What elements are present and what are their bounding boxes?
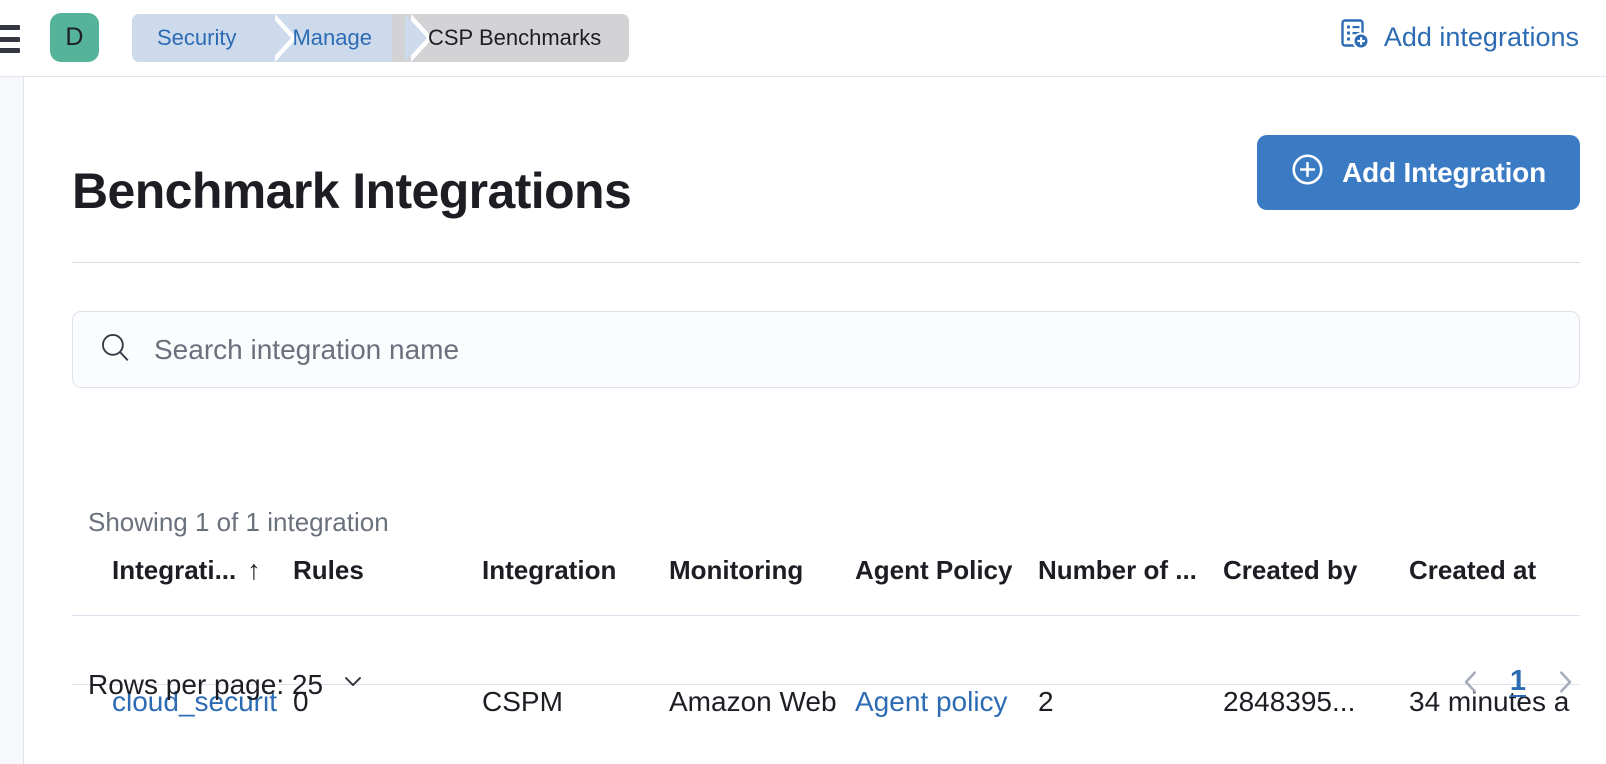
cell-number-of: 2 xyxy=(1038,686,1054,717)
left-gutter xyxy=(0,76,23,764)
hamburger-bar xyxy=(0,48,20,53)
add-integration-button[interactable]: Add Integration xyxy=(1257,135,1580,210)
add-integrations-link[interactable]: Add integrations xyxy=(1338,18,1579,57)
column-header-monitoring[interactable]: Monitoring xyxy=(669,555,803,586)
header-divider xyxy=(72,262,1580,263)
chevron-down-icon xyxy=(339,667,367,702)
cell-integration: CSPM xyxy=(482,686,563,717)
panel-left-edge xyxy=(23,76,24,764)
breadcrumb-label: Security xyxy=(157,25,237,50)
sort-ascending-icon: ↑ xyxy=(247,555,261,585)
hamburger-icon[interactable] xyxy=(0,24,20,53)
column-label: Rules xyxy=(293,555,364,585)
column-label: Integrati... xyxy=(112,555,237,585)
search-input[interactable]: Search integration name xyxy=(72,311,1580,388)
table-header-row: Integrati... ↑ Rules Integration Monitor… xyxy=(72,555,1606,611)
cell-integration-name[interactable]: cloud_securit xyxy=(112,686,277,718)
search-icon xyxy=(98,330,132,369)
page-title: Benchmark Integrations xyxy=(72,162,632,219)
table-divider xyxy=(72,615,1580,616)
column-label: Created by xyxy=(1223,555,1358,585)
column-header-number-of[interactable]: Number of ... xyxy=(1038,555,1197,586)
column-header-agent-policy[interactable]: Agent Policy xyxy=(855,555,1012,586)
page-number-1[interactable]: 1 xyxy=(1509,665,1526,697)
breadcrumb-item-security[interactable]: Security xyxy=(132,14,299,62)
table-row[interactable]: cloud_securit 0 CSPM Amazon Web Agent po… xyxy=(72,672,1606,740)
column-header-rules[interactable]: Rules xyxy=(293,555,364,586)
add-integration-label: Add Integration xyxy=(1342,156,1546,188)
cell-monitoring: Amazon Web xyxy=(669,686,837,717)
main-content-panel: Benchmark Integrations Add Integration S… xyxy=(24,76,1606,764)
column-label: Integration xyxy=(482,555,617,585)
breadcrumb: Security Manage CSP Benchmarks xyxy=(132,14,630,62)
avatar[interactable]: D xyxy=(50,13,99,62)
chevron-right-icon[interactable] xyxy=(1550,667,1580,697)
column-header-integration[interactable]: Integration xyxy=(482,555,616,586)
pagination: 1 xyxy=(1456,665,1580,698)
hamburger-bar xyxy=(0,25,20,30)
cell-rules: 0 xyxy=(293,686,309,717)
breadcrumb-label: Manage xyxy=(292,25,372,50)
column-header-created-by[interactable]: Created by xyxy=(1223,555,1357,586)
rows-per-page-selector[interactable]: Rows per page: 25 xyxy=(88,667,367,702)
cell-created-by: 2848395... xyxy=(1223,686,1356,717)
cell-agent-policy[interactable]: Agent policy xyxy=(855,686,1008,717)
integration-name-link: cloud_securit xyxy=(112,686,277,717)
avatar-initial: D xyxy=(65,23,84,51)
results-summary: Showing 1 of 1 integration xyxy=(88,507,389,537)
column-header-created-at[interactable]: Created at xyxy=(1409,555,1536,586)
search-placeholder: Search integration name xyxy=(154,333,460,365)
table-divider xyxy=(72,684,1580,685)
column-label: Agent Policy xyxy=(855,555,1013,585)
breadcrumb-label: CSP Benchmarks xyxy=(428,25,602,50)
integrations-table: Integrati... ↑ Rules Integration Monitor… xyxy=(72,555,1606,717)
cell-created-at: 34 minutes a xyxy=(1409,686,1570,717)
column-label: Monitoring xyxy=(669,555,804,585)
plus-in-circle-icon xyxy=(1291,153,1324,193)
list-add-icon xyxy=(1338,18,1370,57)
chevron-left-icon[interactable] xyxy=(1456,667,1486,697)
hamburger-bar xyxy=(0,36,20,42)
rows-per-page-label: Rows per page: 25 xyxy=(88,668,324,700)
column-label: Number of ... xyxy=(1038,555,1197,585)
top-header-bar: D Security Manage CSP Benchmarks xyxy=(0,0,1606,76)
column-header-integration-name[interactable]: Integrati... ↑ xyxy=(112,555,261,586)
column-label: Created at xyxy=(1409,555,1537,585)
add-integrations-label: Add integrations xyxy=(1383,22,1579,52)
